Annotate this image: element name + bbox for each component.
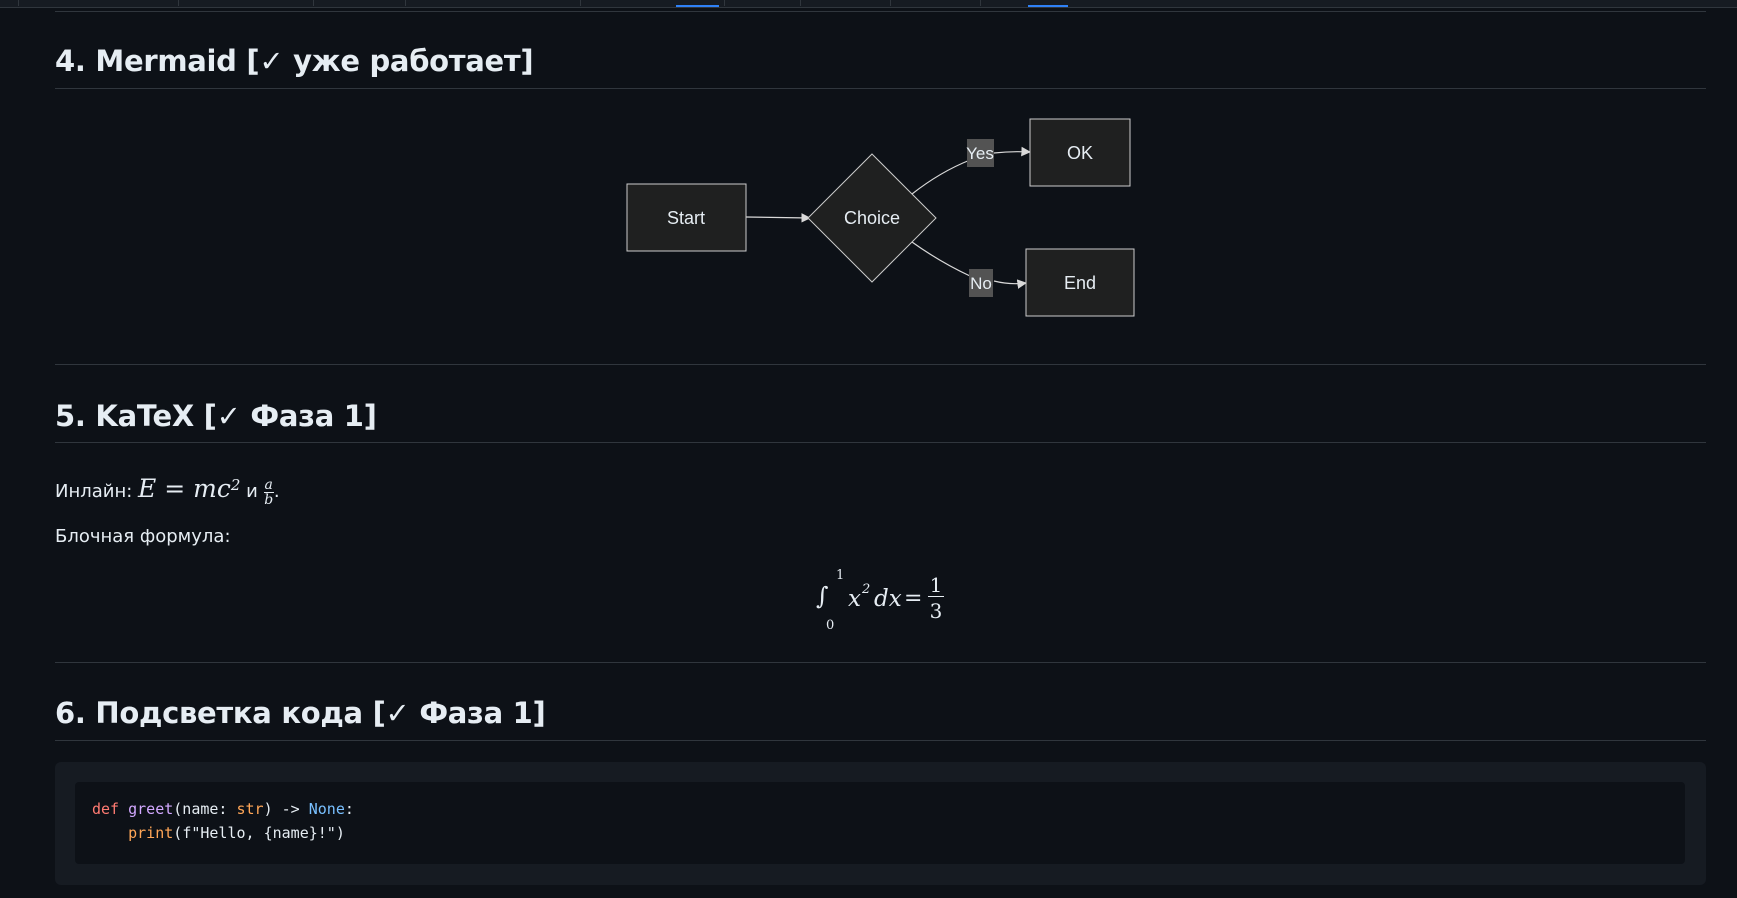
edge-choice-yes [911, 159, 971, 195]
type-str: str [236, 800, 264, 818]
table-separator [313, 0, 314, 6]
inline-conj: и [240, 481, 264, 502]
integrand: x [848, 586, 861, 612]
section-divider [55, 11, 1706, 12]
params-open: (name: [173, 800, 237, 818]
edge-label-yes-bg [967, 139, 994, 167]
table-separator [18, 0, 19, 6]
fstring: f"Hello, {name}!" [182, 824, 336, 842]
result-numerator: 1 [928, 573, 944, 597]
node-choice [807, 153, 937, 283]
previous-table-bottom [0, 0, 1737, 8]
table-separator [800, 0, 801, 6]
inline-suffix: . [273, 481, 280, 502]
inline-prefix: Инлайн: [55, 481, 139, 502]
edge-label-no: No [970, 274, 992, 293]
node-choice-label: Choice [844, 208, 900, 228]
heading-mermaid: 4. Mermaid [✓ уже работает] [55, 44, 534, 78]
heading-code: 6. Подсветка кода [✓ Фаза 1] [55, 696, 546, 730]
integral-sign: ∫ [816, 582, 829, 610]
heading-underline [55, 740, 1706, 741]
heading-underline [55, 442, 1706, 443]
node-ok-label: OK [1067, 143, 1093, 163]
inline-power: 2 [230, 476, 241, 494]
paren-close: ) [335, 824, 345, 842]
edge-yes-ok [993, 146, 1031, 157]
edge-label-no-bg [969, 269, 993, 297]
return-none: None [308, 800, 345, 818]
block-formula: ∫ 1 0 x 2 dx = 1 3 [810, 568, 950, 638]
node-start [626, 183, 747, 252]
table-separator [724, 0, 725, 6]
result-denominator: 3 [929, 599, 943, 623]
edge-start-choice [745, 213, 811, 223]
table-separator [980, 0, 981, 6]
paren-open: ( [173, 824, 183, 842]
code-inner: def greet(name: str) -> None: print(f"He… [75, 782, 1685, 864]
table-separator [405, 0, 406, 6]
equals-sign: = [904, 586, 923, 611]
fraction-denominator: b [264, 491, 274, 508]
code-line-2: print(f"Hello, {name}!") [92, 824, 345, 842]
edge-label-yes: Yes [966, 144, 994, 163]
table-link[interactable] [676, 0, 719, 7]
heading-katex: 5. KaTeX [✓ Фаза 1] [55, 399, 377, 433]
table-link[interactable] [1028, 0, 1068, 7]
code-block[interactable]: def greet(name: str) -> None: print(f"He… [55, 762, 1706, 885]
function-name: greet [128, 800, 174, 818]
builtin-print: print [128, 824, 174, 842]
table-separator [580, 0, 581, 6]
section-divider [55, 364, 1706, 365]
block-formula-label: Блочная формула: [55, 526, 231, 547]
node-ok [1029, 118, 1131, 187]
edge-no-end [993, 279, 1027, 289]
section-divider [55, 662, 1706, 663]
edge-choice-no [911, 241, 971, 277]
node-end [1025, 248, 1135, 317]
keyword-def: def [92, 800, 120, 818]
table-separator [178, 0, 179, 6]
table-separator [890, 0, 891, 6]
heading-underline [55, 88, 1706, 89]
indent [92, 824, 128, 842]
integral-upper: 1 [836, 568, 845, 583]
fraction-numerator: a [263, 476, 274, 493]
return-arrow: ) -> [263, 800, 309, 818]
integrand-power: 2 [862, 582, 871, 597]
node-start-label: Start [667, 208, 705, 228]
differential: dx [874, 586, 902, 612]
colon: : [344, 800, 354, 818]
node-end-label: End [1064, 273, 1096, 293]
code-line-1: def greet(name: str) -> None: [92, 800, 354, 818]
integral-lower: 0 [826, 618, 835, 633]
inline-formula: E = mc [138, 474, 231, 503]
